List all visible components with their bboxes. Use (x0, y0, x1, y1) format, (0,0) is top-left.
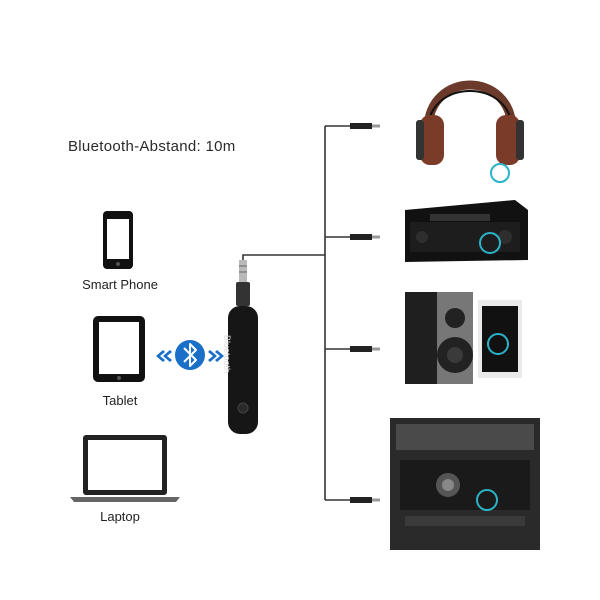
receiver-brand-label: Bluetooth (222, 335, 232, 374)
smartphone-label: Smart Phone (82, 277, 158, 292)
cable (242, 125, 350, 501)
right-chevrons-icon (208, 350, 224, 362)
bluetooth-icon (175, 340, 205, 370)
car-stereo-icon (390, 418, 540, 550)
tablet-label: Tablet (102, 393, 138, 408)
jack-plugs (350, 123, 380, 503)
av-receiver-icon (405, 200, 528, 262)
speaker-icon (405, 292, 522, 384)
page-title: Bluetooth-Abstand: 10m (68, 138, 236, 155)
laptop-icon (70, 435, 180, 502)
laptop-label: Laptop (100, 509, 140, 524)
bluetooth-receiver-icon (228, 260, 258, 434)
headphones-icon (416, 80, 524, 183)
left-chevrons-icon (156, 350, 172, 362)
tablet-icon (93, 316, 145, 382)
smartphone-icon (103, 211, 133, 269)
